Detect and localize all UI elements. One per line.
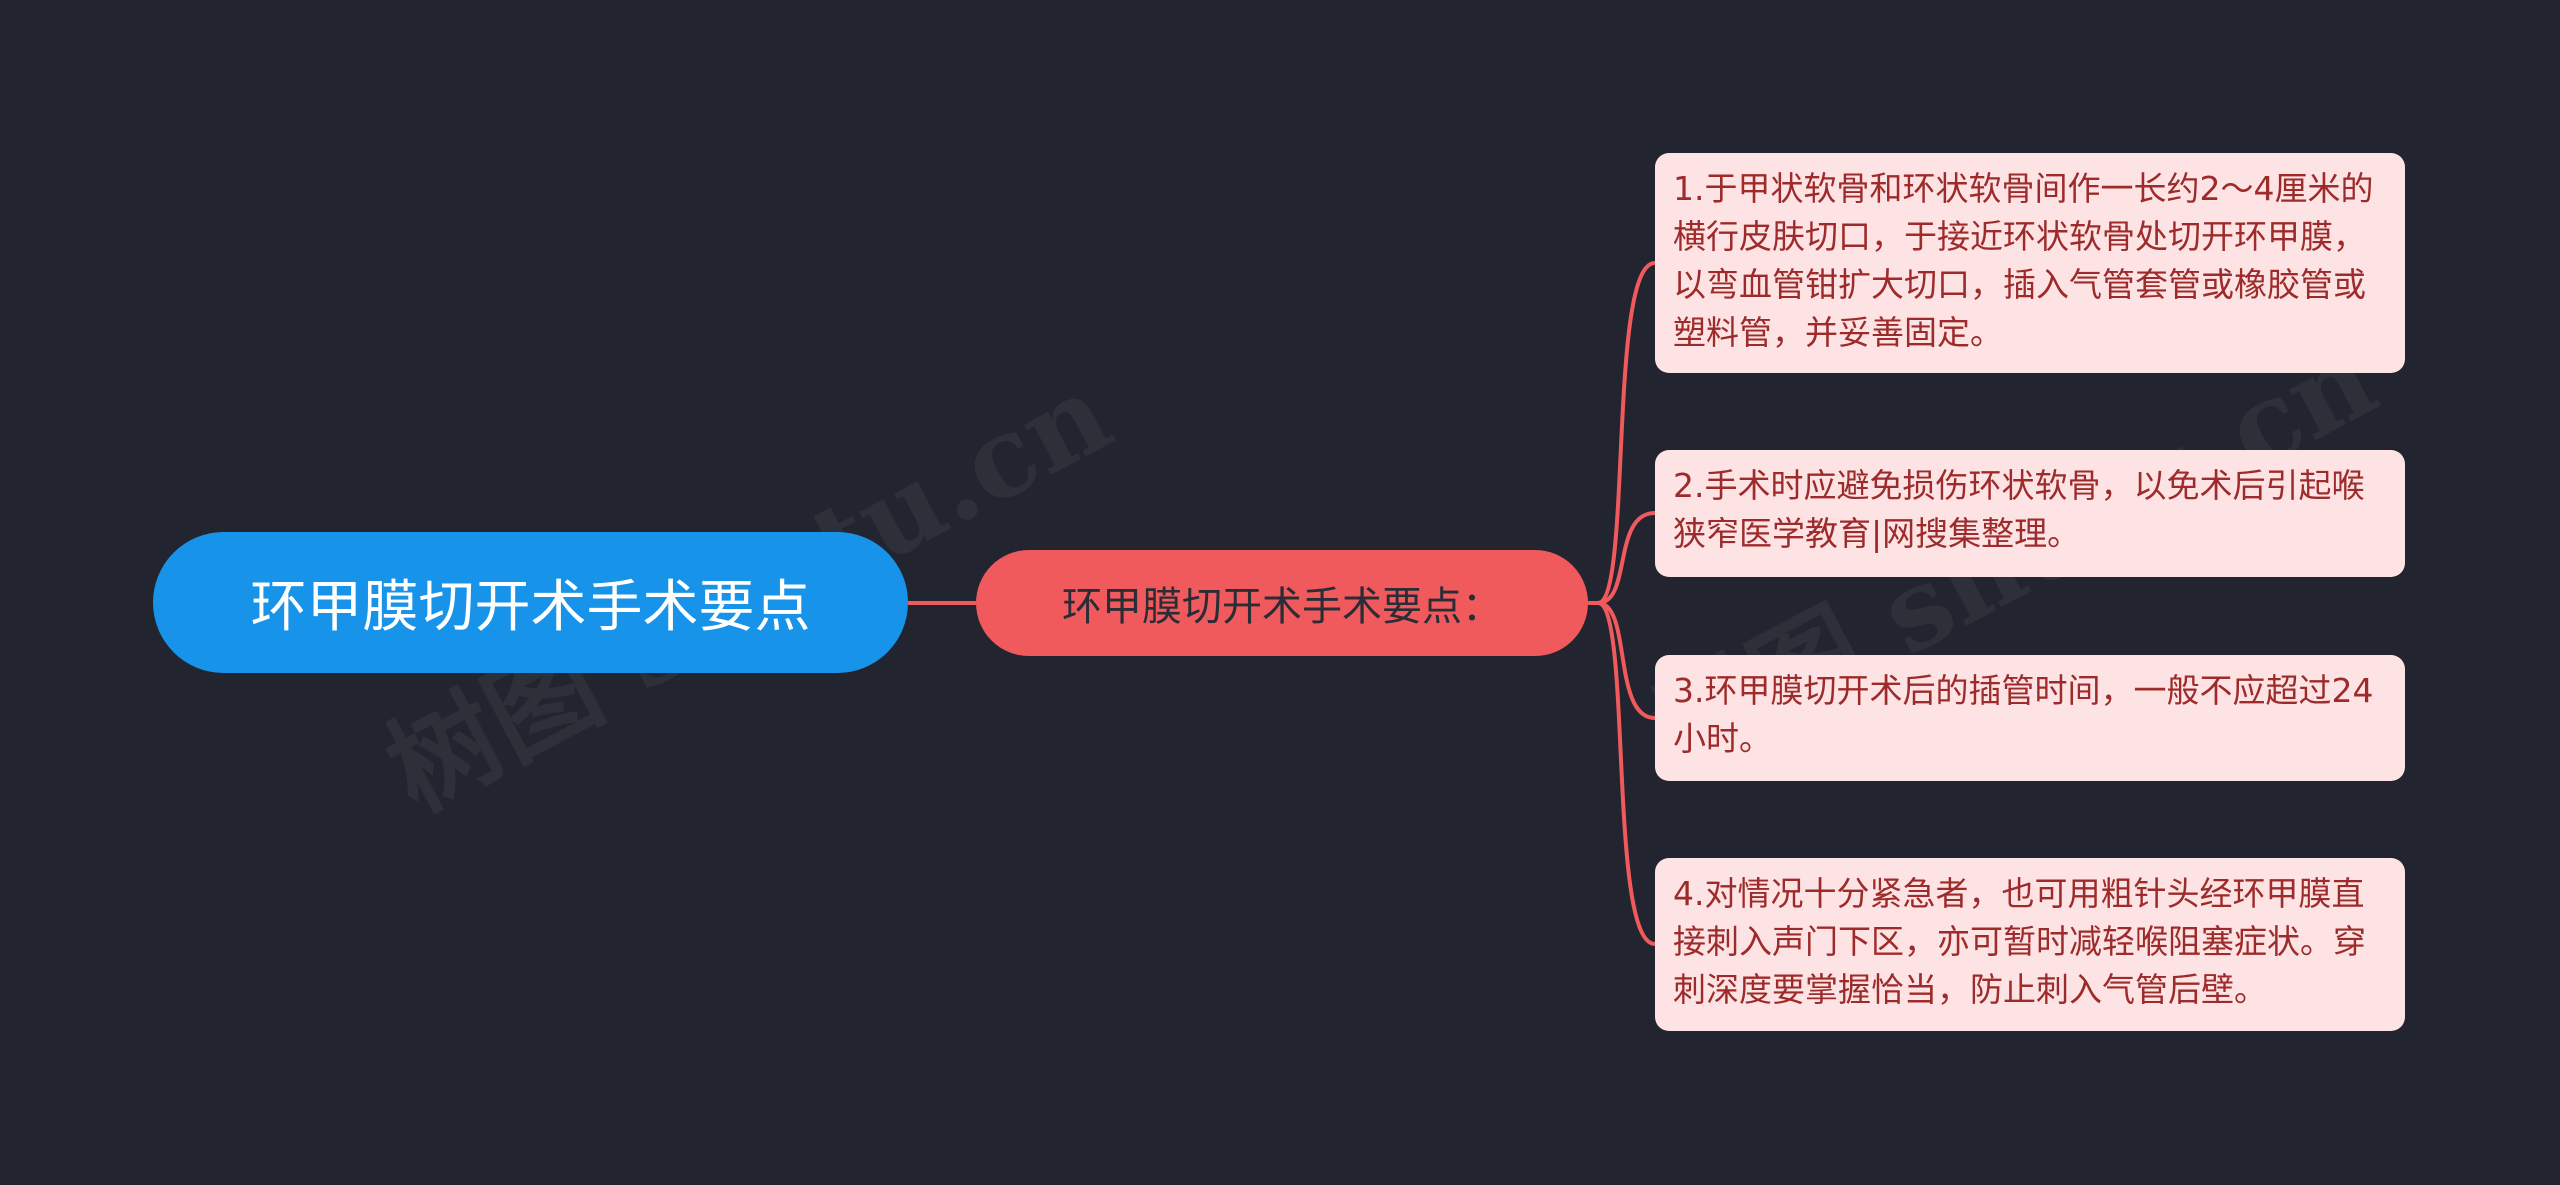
leaf-node-text: 3.环甲膜切开术后的插管时间，一般不应超过24小时。 [1673, 671, 2374, 758]
branch-to-leaf1-connector [1588, 261, 1656, 605]
leaf-node-3[interactable]: 3.环甲膜切开术后的插管时间，一般不应超过24小时。 [1655, 655, 2405, 781]
root-node-label: 环甲膜切开术手术要点 [250, 575, 811, 640]
leaf-node-text: 4.对情况十分紧急者，也可用粗针头经环甲膜直接刺入声门下区，亦可暂时减轻喉阻塞症… [1673, 874, 2366, 1009]
branch-to-leaf2-connector [1588, 511, 1656, 605]
leaf-node-4[interactable]: 4.对情况十分紧急者，也可用粗针头经环甲膜直接刺入声门下区，亦可暂时减轻喉阻塞症… [1655, 858, 2405, 1031]
leaf-node-text: 1.于甲状软骨和环状软骨间作一长约2～4厘米的横行皮肤切口，于接近环状软骨处切开… [1673, 169, 2374, 352]
leaf-node-2[interactable]: 2.手术时应避免损伤环状软骨，以免术后引起喉狭窄医学教育|网搜集整理。 [1655, 450, 2405, 577]
leaf-node-1[interactable]: 1.于甲状软骨和环状软骨间作一长约2～4厘米的横行皮肤切口，于接近环状软骨处切开… [1655, 153, 2405, 373]
branch-node-label: 环甲膜切开术手术要点： [1062, 584, 1502, 630]
leaf-node-text: 2.手术时应避免损伤环状软骨，以免术后引起喉狭窄医学教育|网搜集整理。 [1673, 466, 2365, 553]
root-node[interactable]: 环甲膜切开术手术要点 [153, 532, 908, 673]
branch-node[interactable]: 环甲膜切开术手术要点： [976, 550, 1588, 656]
branch-to-leaf4-connector [1588, 601, 1656, 946]
branch-to-leaf3-connector [1588, 601, 1656, 720]
